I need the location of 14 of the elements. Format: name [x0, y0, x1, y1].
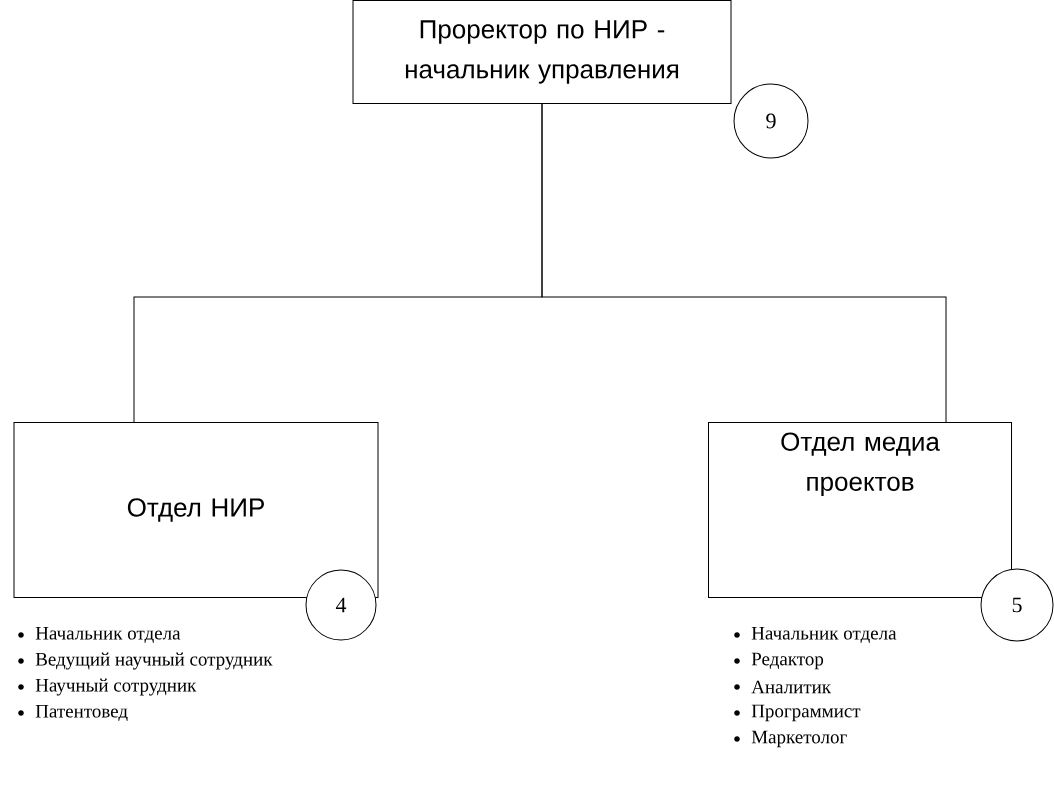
list-item: Ведущий научный сотрудник [35, 652, 273, 670]
connector-line [541, 103, 947, 423]
unit-box: Проректор по НИР - начальник управления [352, 0, 732, 104]
list-item: Программист [751, 704, 861, 722]
unit-box: Отдел НИР [13, 422, 379, 598]
list-item: Начальник отдела [35, 626, 181, 644]
list-item: Аналитик [751, 680, 832, 694]
list-item: Научный сотрудник [35, 678, 197, 696]
list-item: Начальник отдела [751, 626, 897, 644]
list-item: Патентовед [35, 704, 128, 722]
unit-box: Отдел медиа проектов [708, 422, 1012, 598]
node-label: 5 [1012, 597, 1022, 613]
list-item: Редактор [751, 652, 824, 670]
list-item: Маркетолог [751, 730, 847, 748]
